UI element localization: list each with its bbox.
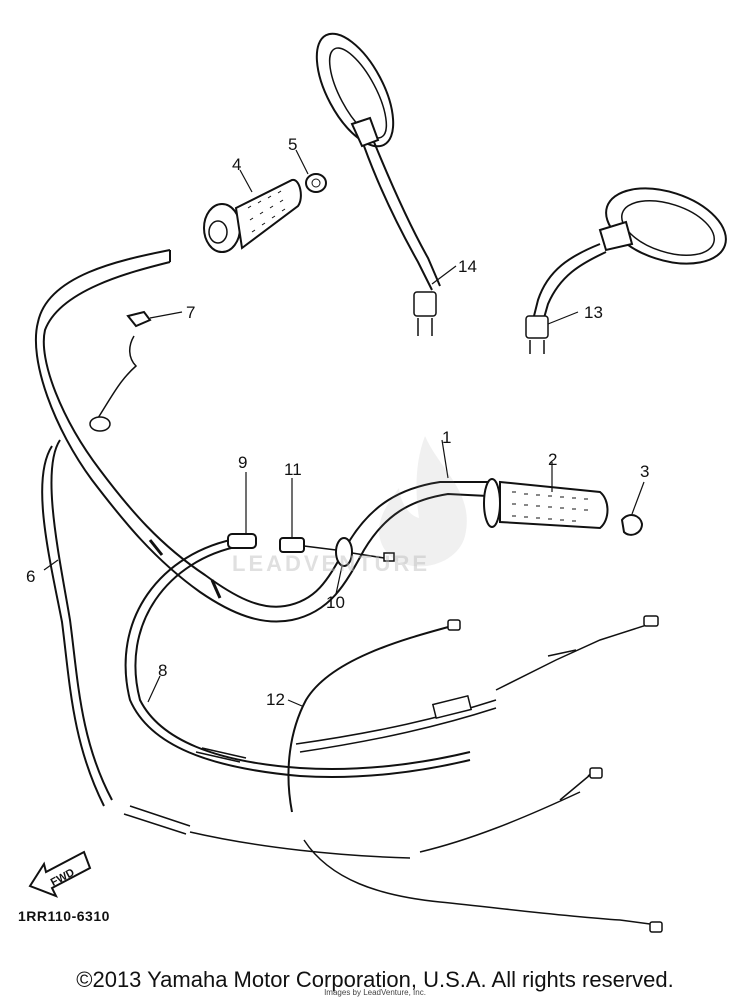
callout-8: 8: [158, 661, 167, 680]
grip-collar: [305, 173, 327, 193]
callout-13: 13: [584, 303, 603, 322]
callout-10: 10: [326, 593, 345, 612]
left-mirror: [315, 32, 441, 336]
watermark-text: LEADVENTURE: [232, 551, 431, 576]
cable-8: [123, 537, 581, 859]
watermark-logo: [379, 436, 467, 567]
callout-5: 5: [288, 135, 297, 154]
callout-1: 1: [442, 428, 451, 447]
copyright-sub: Images by LeadVenture, Inc.: [324, 988, 426, 997]
diagram-code: 1RR110-6310: [18, 908, 110, 924]
callout-7: 7: [186, 303, 195, 322]
callout-11: 11: [284, 460, 302, 479]
cable-6: [41, 439, 113, 807]
callout-14: 14: [458, 257, 477, 276]
callout-9: 9: [238, 453, 247, 472]
copyright-notice: ©2013 Yamaha Motor Corporation, U.S.A. A…: [76, 967, 674, 992]
handlebar: [34, 249, 489, 623]
leader-lines: [43, 149, 645, 707]
callout-2: 2: [548, 450, 557, 469]
throttle-grip: [203, 178, 302, 253]
grip-end-cap: [620, 514, 644, 536]
switch-clip: [89, 310, 152, 432]
fwd-arrow: FWD: [28, 850, 92, 898]
callout-4: 4: [232, 155, 241, 174]
cable-adjusters: [227, 533, 395, 567]
callout-3: 3: [640, 462, 649, 481]
cable-12: [287, 615, 663, 933]
right-mirror: [525, 187, 727, 354]
callout-12: 12: [266, 690, 285, 709]
right-grip: [483, 478, 609, 530]
callout-6: 6: [26, 567, 35, 586]
callouts: 1 2 3 4 5 6 7 8 9 10 11 12 13 14: [26, 135, 649, 709]
